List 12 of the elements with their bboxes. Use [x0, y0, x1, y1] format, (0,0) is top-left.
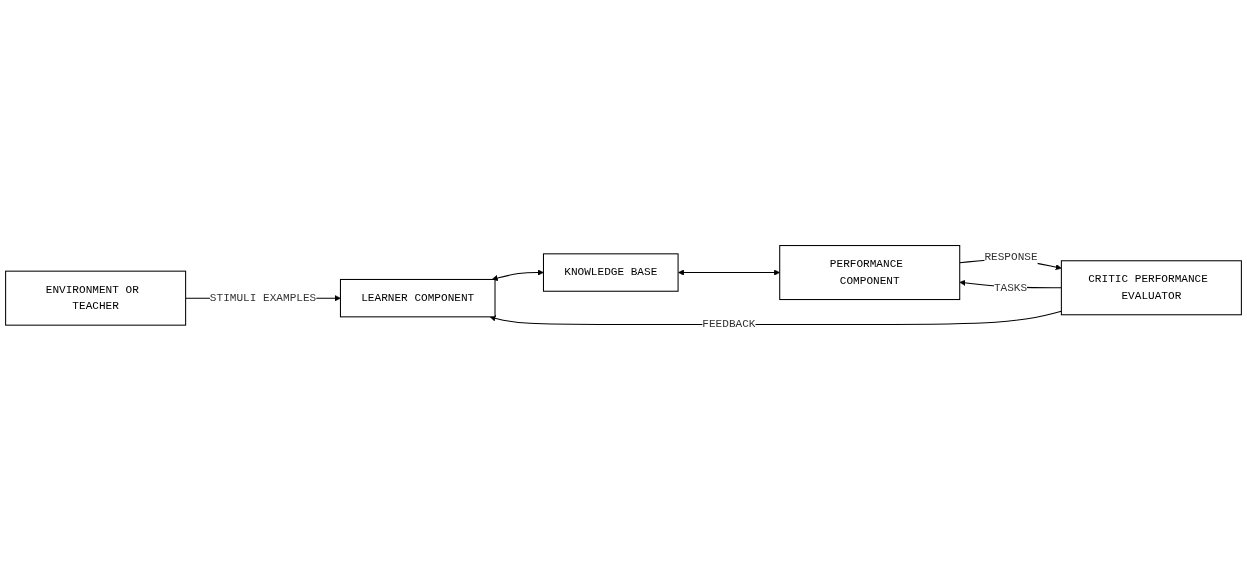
node-box: LEARNER COMPONENT	[339, 278, 496, 318]
node-box: ENVIRONMENT OR TEACHER	[5, 270, 187, 326]
node-box: KNOWLEDGE BASE	[542, 253, 679, 292]
edge-label: FEEDBACK	[702, 318, 756, 331]
arrow	[489, 310, 1062, 325]
arrow	[491, 269, 544, 281]
edge-label: RESPONSE	[984, 251, 1038, 264]
arrow	[678, 269, 780, 276]
node-box: PERFORMANCE COMPONENT	[779, 244, 961, 300]
edge-label: TASKS	[993, 281, 1028, 294]
node-box: CRITIC PERFORMANCE EVALUATOR	[1060, 260, 1242, 316]
edge-label: STIMULI EXAMPLES	[209, 291, 317, 305]
